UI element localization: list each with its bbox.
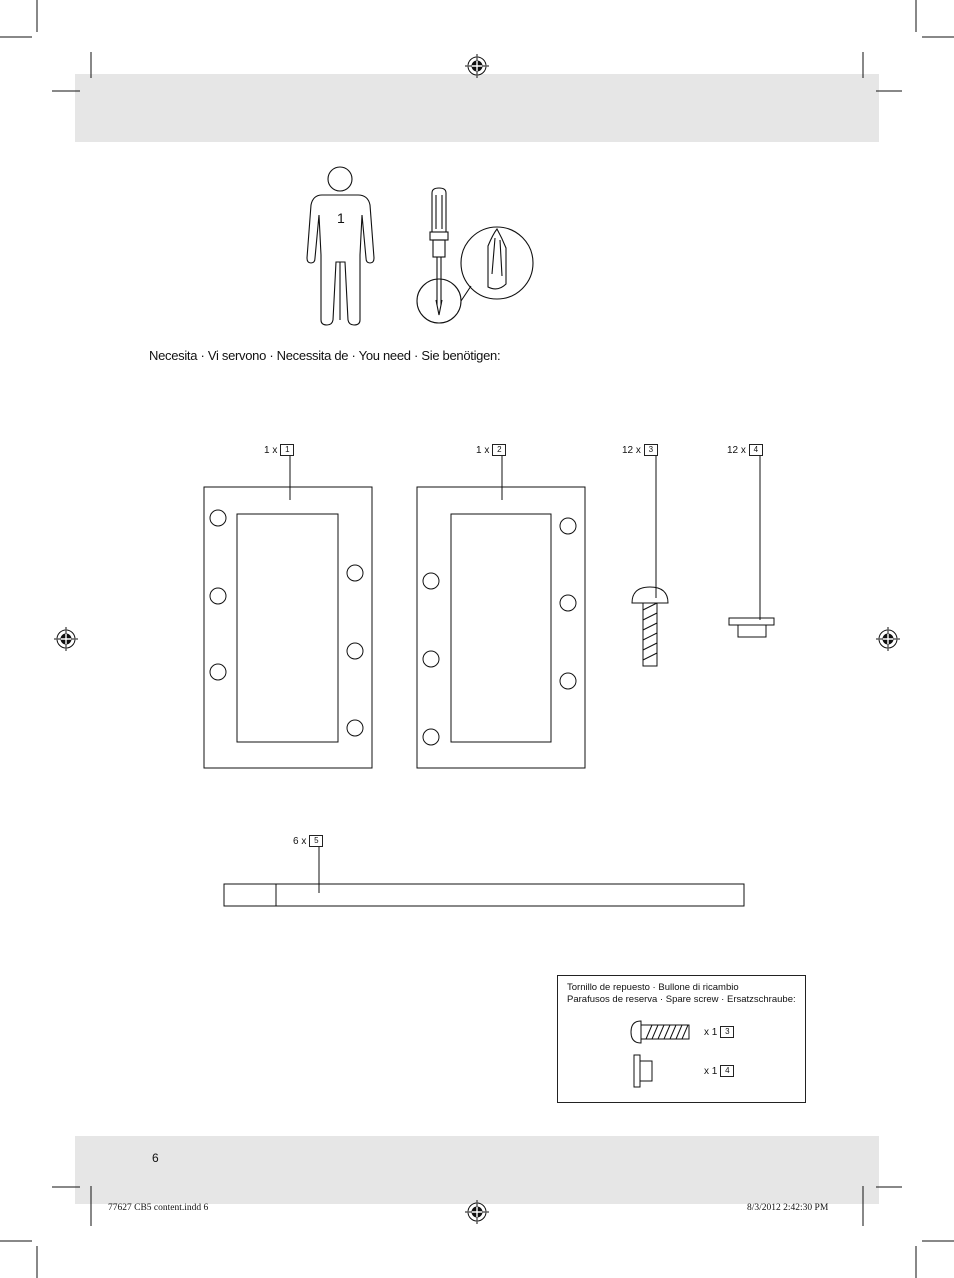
nut-part-4 bbox=[728, 456, 775, 638]
screwdriver-icon bbox=[416, 187, 534, 324]
footer-band bbox=[75, 1136, 879, 1204]
screw-part-3 bbox=[631, 456, 669, 667]
spare-qty: x 1 bbox=[704, 1065, 718, 1077]
part-label-1: 1 x 1 bbox=[264, 444, 295, 456]
part-qty: 12 x bbox=[622, 444, 641, 456]
spare-caption-line-2: Parafusos de reserva · Spare screw · Ers… bbox=[567, 994, 796, 1005]
footer-filename: 77627 CB5 content.indd 6 bbox=[108, 1203, 209, 1213]
part-label-2: 1 x 2 bbox=[476, 444, 507, 456]
frame-part-1 bbox=[203, 456, 373, 769]
spare-parts-box: Tornillo de repuesto · Bullone di ricamb… bbox=[557, 975, 806, 1103]
header-band bbox=[75, 74, 879, 142]
part-number-badge: 4 bbox=[720, 1065, 735, 1077]
part-number-badge: 1 bbox=[280, 444, 295, 456]
registration-mark-right bbox=[876, 627, 900, 651]
footer-timestamp: 8/3/2012 2:42:30 PM bbox=[747, 1203, 829, 1213]
person-icon bbox=[306, 166, 375, 326]
part-number-badge: 3 bbox=[643, 444, 658, 456]
spare-nut-icon bbox=[633, 1054, 653, 1088]
part-number-badge: 5 bbox=[309, 835, 324, 847]
spare-qty: x 1 bbox=[704, 1026, 718, 1038]
you-need-heading: Necesita · Vi servono · Necessita de · Y… bbox=[149, 348, 501, 363]
part-qty: 6 x bbox=[293, 835, 307, 847]
part-label-5: 6 x 5 bbox=[293, 835, 324, 847]
part-qty: 1 x bbox=[476, 444, 490, 456]
spare-item-nut: x 1 4 bbox=[704, 1065, 735, 1077]
person-count: 1 bbox=[337, 210, 345, 226]
page-number: 6 bbox=[152, 1151, 159, 1165]
registration-mark-left bbox=[54, 627, 78, 651]
spare-item-screw: x 1 3 bbox=[704, 1026, 735, 1038]
part-qty: 12 x bbox=[727, 444, 746, 456]
part-number-badge: 4 bbox=[748, 444, 763, 456]
part-label-4: 12 x 4 bbox=[727, 444, 763, 456]
spare-caption-line-1: Tornillo de repuesto · Bullone di ricamb… bbox=[567, 982, 739, 993]
registration-mark-bottom bbox=[465, 1200, 489, 1224]
registration-mark-top bbox=[465, 54, 489, 78]
bar-part-5 bbox=[223, 847, 745, 907]
spare-screw-icon bbox=[630, 1020, 690, 1044]
part-number-badge: 3 bbox=[720, 1026, 735, 1038]
frame-part-2 bbox=[416, 456, 586, 769]
part-number-badge: 2 bbox=[492, 444, 507, 456]
part-label-3: 12 x 3 bbox=[622, 444, 658, 456]
spare-parts-caption: Tornillo de repuesto · Bullone di ricamb… bbox=[567, 982, 796, 1006]
part-qty: 1 x bbox=[264, 444, 278, 456]
